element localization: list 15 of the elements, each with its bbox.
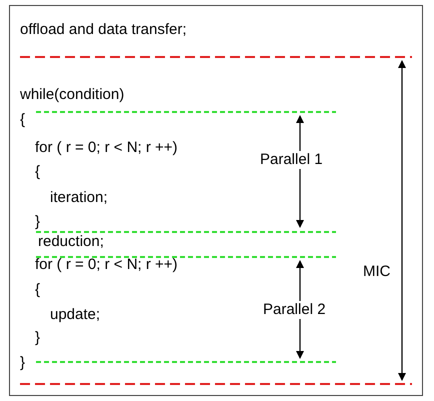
code-line: { [20, 111, 26, 129]
code-line: } [20, 354, 26, 372]
code-line: for ( r = 0; r < N; r ++) [35, 256, 178, 274]
code-line: offload and data transfer; [20, 21, 187, 39]
region-label: Parallel 2 [263, 301, 326, 319]
code-line: iteration; [50, 189, 108, 207]
code-line: { [35, 281, 40, 299]
code-line: update; [50, 306, 100, 324]
code-line: reduction; [38, 233, 104, 251]
code-line: while(condition) [20, 86, 124, 104]
region-label: Parallel 1 [260, 151, 323, 169]
code-line: } [35, 329, 40, 347]
code-line: { [35, 163, 40, 181]
code-line: for ( r = 0; r < N; r ++) [35, 139, 178, 157]
code-line: } [35, 213, 40, 231]
